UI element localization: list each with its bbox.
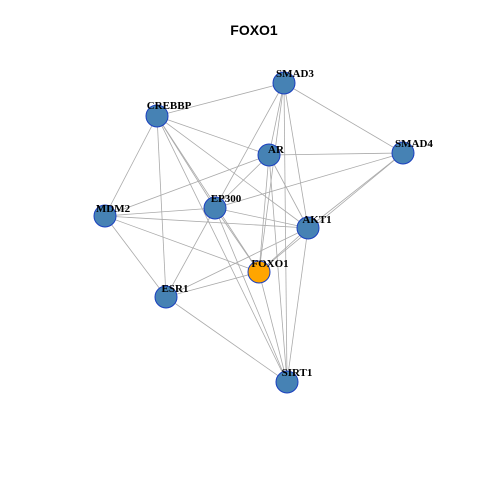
edge-ep300-foxo1 — [214, 207, 260, 273]
edge-smad4-foxo1 — [258, 152, 404, 273]
node-circle-crebbp — [145, 104, 169, 128]
node-label-ep300: EP300 — [211, 193, 242, 205]
node-mdm2: MDM2 — [93, 203, 131, 228]
edge-ep300-esr1 — [165, 207, 216, 298]
node-label-esr1: ESR1 — [162, 283, 189, 295]
edge-ep300-akt1 — [214, 207, 309, 229]
node-foxo1: FOXO1 — [247, 258, 289, 284]
node-circle-sirt1 — [275, 370, 299, 394]
edge-smad4-akt1 — [307, 152, 404, 229]
node-circle-smad4 — [391, 141, 415, 165]
node-label-akt1: AKT1 — [302, 214, 331, 226]
node-circle-esr1 — [154, 285, 178, 309]
edge-layer — [104, 82, 404, 383]
node-label-mdm2: MDM2 — [96, 203, 131, 215]
diagram-title: FOXO1 — [230, 22, 278, 38]
edge-ep300-mdm2 — [104, 207, 216, 217]
node-smad4: SMAD4 — [391, 138, 433, 165]
node-smad3: SMAD3 — [272, 68, 314, 95]
edge-ar-sirt1 — [268, 154, 288, 383]
node-circle-foxo1 — [247, 260, 271, 284]
node-label-crebbp: CREBBP — [147, 100, 192, 112]
edge-crebbp-mdm2 — [104, 115, 158, 217]
edge-akt1-sirt1 — [286, 227, 309, 383]
edge-smad3-akt1 — [283, 82, 309, 229]
node-label-ar: AR — [268, 144, 285, 156]
node-ep300: EP300 — [203, 193, 242, 220]
edge-foxo1-esr1 — [165, 271, 260, 298]
edge-ep300-sirt1 — [214, 207, 288, 383]
edge-smad3-sirt1 — [283, 82, 288, 383]
edge-esr1-sirt1 — [165, 296, 288, 383]
edge-crebbp-ar — [156, 115, 270, 156]
node-circle-mdm2 — [93, 204, 117, 228]
edge-mdm2-akt1 — [104, 215, 309, 229]
edge-crebbp-esr1 — [156, 115, 167, 298]
node-circle-akt1 — [296, 216, 320, 240]
edge-foxo1-sirt1 — [258, 271, 288, 383]
edge-ar-foxo1 — [258, 154, 270, 273]
edge-crebbp-akt1 — [156, 115, 309, 229]
edge-ar-ep300 — [214, 154, 270, 209]
node-esr1: ESR1 — [154, 283, 189, 309]
edge-ar-akt1 — [268, 154, 309, 229]
node-label-smad4: SMAD4 — [395, 138, 433, 150]
node-label-foxo1: FOXO1 — [251, 258, 288, 270]
node-akt1: AKT1 — [296, 214, 332, 240]
node-circle-ep300 — [203, 196, 227, 220]
edge-ar-mdm2 — [104, 154, 270, 217]
edge-smad3-foxo1 — [258, 82, 285, 273]
edge-smad3-ep300 — [214, 82, 285, 209]
edge-crebbp-foxo1 — [156, 115, 260, 273]
node-crebbp: CREBBP — [145, 100, 192, 128]
edge-crebbp-sirt1 — [156, 115, 288, 383]
node-label-smad3: SMAD3 — [276, 68, 314, 80]
node-circle-ar — [257, 143, 281, 167]
edge-mdm2-esr1 — [104, 215, 167, 298]
edge-smad3-ar — [268, 82, 285, 156]
node-label-sirt1: SIRT1 — [282, 367, 313, 379]
node-circle-smad3 — [272, 71, 296, 95]
edge-mdm2-foxo1 — [104, 215, 260, 273]
node-sirt1: SIRT1 — [275, 367, 313, 394]
edge-smad4-ep300 — [214, 152, 404, 209]
node-ar: AR — [257, 143, 285, 167]
edge-smad4-ar — [268, 152, 404, 156]
edge-smad3-crebbp — [156, 82, 285, 117]
edge-akt1-esr1 — [165, 227, 309, 298]
edge-smad3-smad4 — [283, 82, 404, 154]
